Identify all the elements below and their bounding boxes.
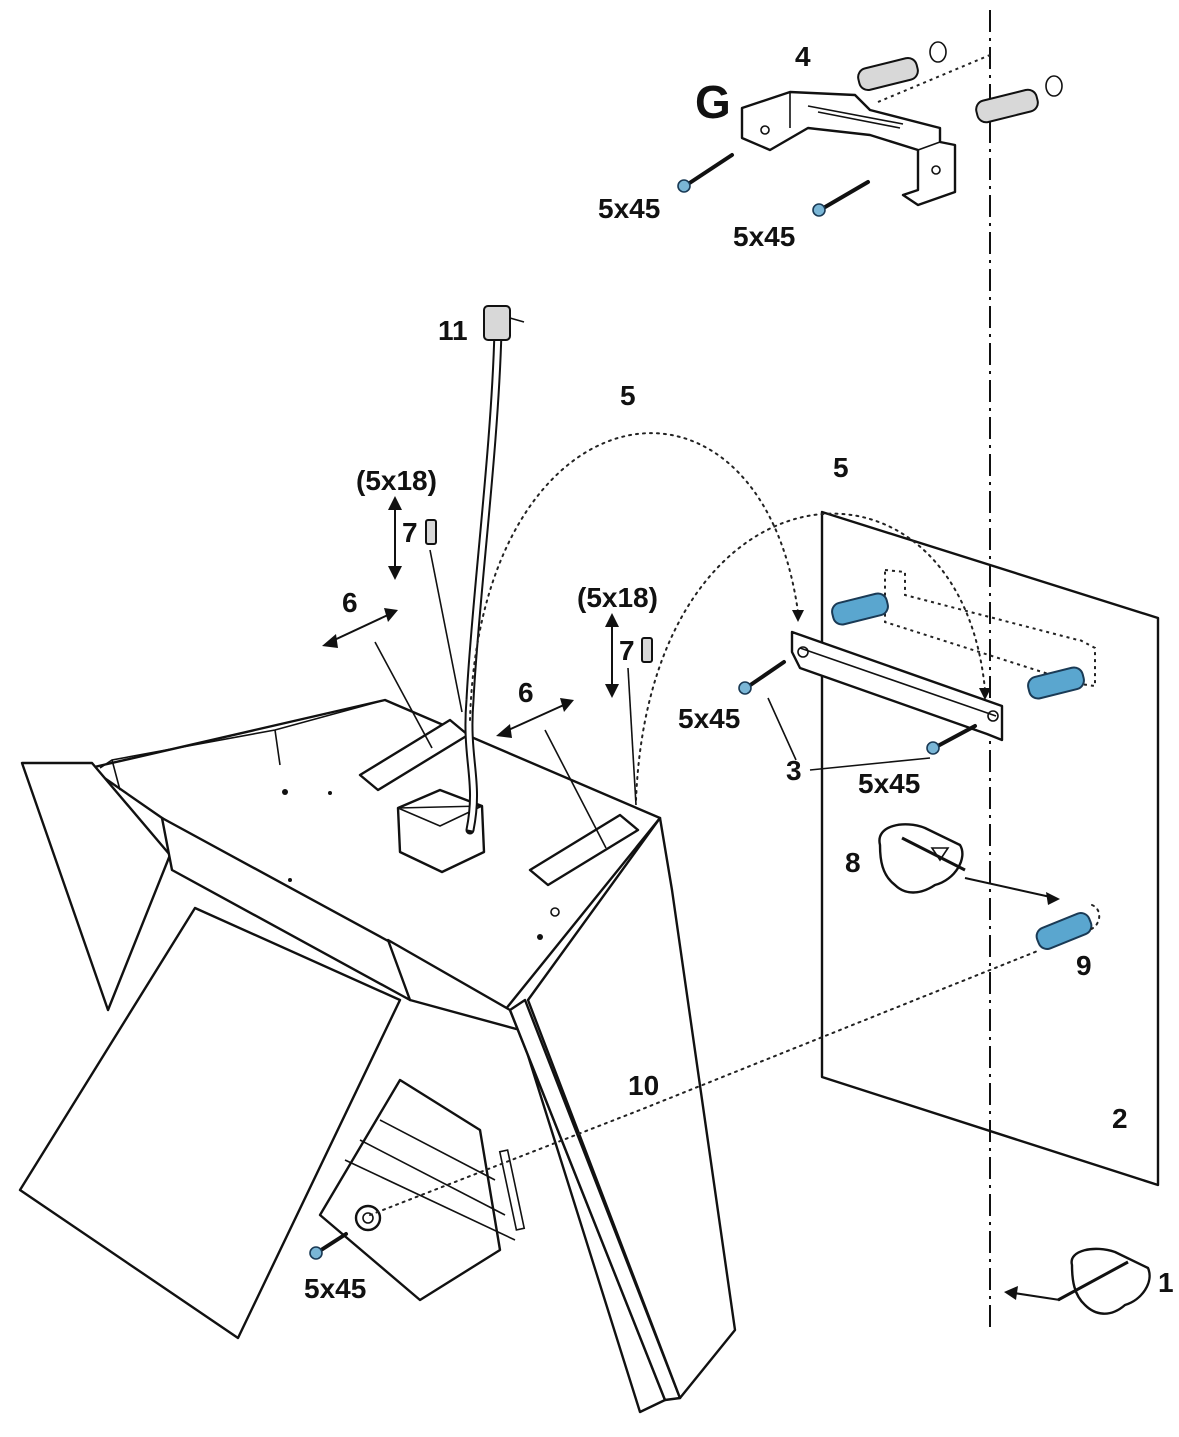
label-spring-7-left: 7 [402,517,418,548]
arc-right-5 [635,512,986,801]
label-screw-top-right: 5x45 [733,221,795,252]
vertical-arrow-left [388,496,402,580]
mark-arrowhead [1046,892,1060,905]
hole-alignment-line [369,949,1041,1216]
label-spring-7-right: 7 [619,635,635,666]
label-arc-5-left: 5 [620,380,636,411]
leader-slide-right [544,729,607,849]
label-screw-5x18-left: (5x18) [356,465,437,496]
label-pencil-1: 1 [1158,1267,1174,1298]
label-cable-11: 11 [438,315,468,346]
label-screw-bottom: 5x45 [304,1273,366,1304]
arc-left-5 [469,432,799,721]
label-plug-9: 9 [1076,950,1092,981]
label-wall-2: 2 [1112,1103,1128,1134]
vertical-arrow-right [605,613,619,698]
bracket-outline-guide [884,568,1096,688]
pencil-hand-8-icon [878,823,966,894]
screw-top-right-icon [812,180,870,217]
slide-arrow-right [496,698,574,738]
label-bracket-4: 4 [795,41,811,72]
leader-bracket-3-left [767,697,797,761]
label-pencil-8: 8 [845,847,861,878]
spring-left-icon [425,519,437,545]
leader-bracket-3-right [809,757,931,771]
wall-plug-blue-right [1027,666,1085,700]
label-screw-bracket-right: 5x45 [858,768,920,799]
label-screw-bracket-left: 5x45 [678,703,740,734]
leader-spring-left [429,549,463,713]
wall-plug-top-right [975,75,1063,124]
label-arc-5-right: 5 [833,452,849,483]
leader-slide-left [374,641,433,749]
leader-spring-right [627,667,637,806]
power-cable [464,305,525,835]
arc-left-arrowhead [792,610,804,622]
wall-plug-blue-left [831,592,889,626]
wall-bracket-g [740,90,957,207]
label-screw-5x18-right: (5x18) [577,582,658,613]
mark-arrow [964,877,1056,899]
label-slide-6-right: 6 [518,677,534,708]
arc-right-arrowhead [979,688,991,700]
screw-top-left-icon [677,153,734,193]
pencil-hand-1-icon [1057,1247,1151,1315]
hood-body [18,698,737,1414]
spring-right-icon [641,637,653,663]
screw-bracket-left-icon [738,660,786,695]
screw-bracket-right-icon [926,724,977,755]
pencil-arrowhead [1004,1286,1018,1300]
label-hole-10: 10 [628,1070,659,1101]
hood-bracket-3 [790,630,1004,742]
label-bracket-3: 3 [786,755,802,786]
screw-bottom-icon [309,1232,348,1260]
wall-plug-top-left [857,41,947,92]
label-screw-top-left: 5x45 [598,193,660,224]
wall-panel [820,510,1160,1187]
group-letter: G [695,76,731,128]
wall-plug-blue-9 [1035,904,1101,950]
slide-arrow-left [322,608,398,648]
plug-icon [483,305,511,341]
pencil-arrow [1013,1292,1061,1301]
label-slide-6-left: 6 [342,587,358,618]
